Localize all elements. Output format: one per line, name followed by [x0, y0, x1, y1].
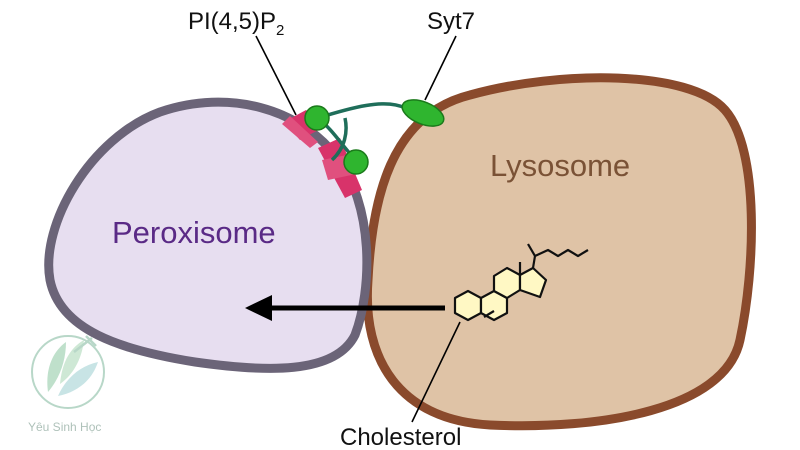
pip2-pointer-line — [255, 35, 297, 116]
cholesterol-label: Cholesterol — [340, 424, 461, 450]
lysosome-label: Lysosome — [490, 148, 630, 183]
peroxisome-label: Peroxisome — [112, 215, 276, 250]
cholesterol-transfer-arrow — [245, 295, 445, 321]
syt7-label: Syt7 — [427, 8, 475, 35]
peroxisome-organelle — [44, 97, 372, 373]
lysosome-organelle — [362, 73, 756, 431]
watermark-text: Yêu Sinh Học — [28, 420, 101, 434]
pip2-label: PI(4,5)P2 — [188, 8, 284, 39]
cholesterol-molecule — [453, 243, 589, 322]
syt7-anchor — [401, 99, 445, 127]
syt7-c2-domain-2 — [343, 149, 369, 175]
watermark-logo: Yêu Sinh Học — [28, 335, 105, 434]
syt7-c2-domain-1 — [304, 105, 330, 131]
cholesterol-pointer-line — [411, 321, 461, 423]
ring-a — [453, 289, 483, 322]
ring-c — [492, 266, 522, 300]
ring-d — [518, 266, 548, 299]
syt7-pointer-line — [424, 35, 457, 101]
